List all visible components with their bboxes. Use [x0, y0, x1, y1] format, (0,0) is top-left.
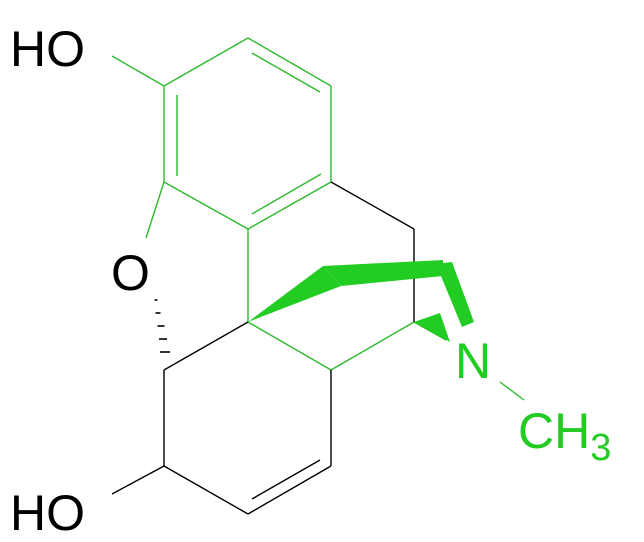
bond-ring-1	[247, 37, 332, 87]
wedge-c15-c16	[323, 260, 443, 286]
label-amine-nitrogen: N	[455, 333, 491, 389]
label-methyl-c: CH	[518, 403, 590, 459]
hashed-bond	[154, 299, 170, 353]
wedge-c16-nitrogen	[436, 262, 474, 327]
bond-ring-6	[163, 37, 249, 87]
bond-top-hydroxyl	[111, 55, 165, 87]
wedge-bond-group	[248, 260, 474, 342]
bond-ring-4	[163, 181, 249, 230]
bond-c7-c8	[247, 465, 332, 515]
bond-nitrogen-methyl	[499, 381, 525, 401]
bond-c7-c8-inner	[251, 459, 321, 500]
label-methyl: CH3	[518, 403, 611, 469]
bond-quat-c5	[163, 321, 249, 371]
bond-ring-inner-2	[251, 173, 322, 215]
wedge-quaternary-c15	[248, 266, 341, 322]
bond-ring-inner-1	[251, 52, 321, 93]
green-bond-group	[111, 37, 525, 401]
bond-quaternary-c14	[247, 321, 332, 371]
bond-aryl-oxygen	[145, 181, 165, 239]
bond-c6-c7	[163, 465, 249, 515]
wedge-c9-nitrogen	[414, 313, 450, 342]
bond-c10-c11	[330, 181, 415, 230]
label-methyl-subscript: 3	[590, 427, 611, 469]
bond-c9-nitrogen	[413, 321, 447, 341]
bond-ring-3	[247, 181, 332, 230]
label-bottom-hydroxyl: HO	[10, 485, 85, 541]
label-ether-oxygen: O	[111, 245, 150, 301]
bond-c6-hydroxyl	[111, 465, 165, 495]
label-top-hydroxyl: HO	[10, 21, 85, 77]
bond-c14-c9	[330, 321, 415, 371]
